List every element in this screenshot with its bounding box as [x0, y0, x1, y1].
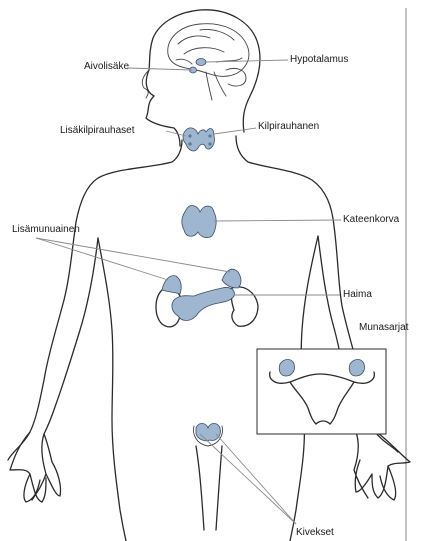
testes-leader-left: [200, 434, 296, 524]
pancreas-label: Haima: [343, 289, 372, 301]
pituitary-label: Aivolisäke: [84, 61, 129, 73]
thyroid-gland: [183, 128, 214, 151]
brain-folds: [176, 29, 242, 64]
thymus-leader: [214, 220, 341, 221]
parathyroid-left-bottom: [188, 142, 191, 145]
hypothalamus-gland: [196, 59, 206, 66]
right-adrenal-gland: [222, 269, 241, 288]
left-hand: [10, 432, 61, 502]
parathyroid-right-bottom: [208, 142, 211, 145]
pancreas-gland: [172, 287, 234, 320]
thyroid-leader: [214, 128, 256, 134]
left-ovary: [279, 360, 294, 377]
hypothalamus-leader: [206, 60, 288, 62]
right-hand: [354, 430, 410, 500]
adrenals-leader-left: [36, 238, 168, 280]
thymus-label: Kateenkorva: [343, 214, 399, 226]
ovaries-label: Munasarjat: [359, 322, 408, 334]
hypothalamus-label: Hypotalamus: [290, 54, 348, 66]
parathyroid-right-top: [208, 134, 211, 137]
left-arm-inner: [44, 238, 98, 434]
parathyroid-left-top: [188, 134, 191, 137]
thyroid-label: Kilpirauhanen: [258, 121, 319, 133]
parathyroids-label: Lisäkilpirauhaset: [60, 125, 135, 137]
testes-gland: [196, 424, 220, 441]
testes-leader-right: [216, 434, 296, 524]
adrenals-label: Lisämunuainen: [12, 224, 80, 236]
left-adrenal-gland: [162, 276, 181, 294]
right-kidney: [231, 287, 258, 326]
thymus-gland: [182, 206, 216, 238]
body-outline-left: [8, 140, 182, 460]
adrenals-leader-right: [36, 238, 230, 272]
inner-legs: [196, 446, 222, 530]
head-outline: [146, 10, 260, 146]
pituitary-leader: [128, 68, 192, 70]
testes-label: Kivekset: [296, 527, 334, 539]
cerebellum: [226, 68, 246, 86]
right-ovary: [349, 360, 364, 377]
torso-left: [98, 238, 126, 541]
parathyroids-leader: [166, 131, 186, 136]
